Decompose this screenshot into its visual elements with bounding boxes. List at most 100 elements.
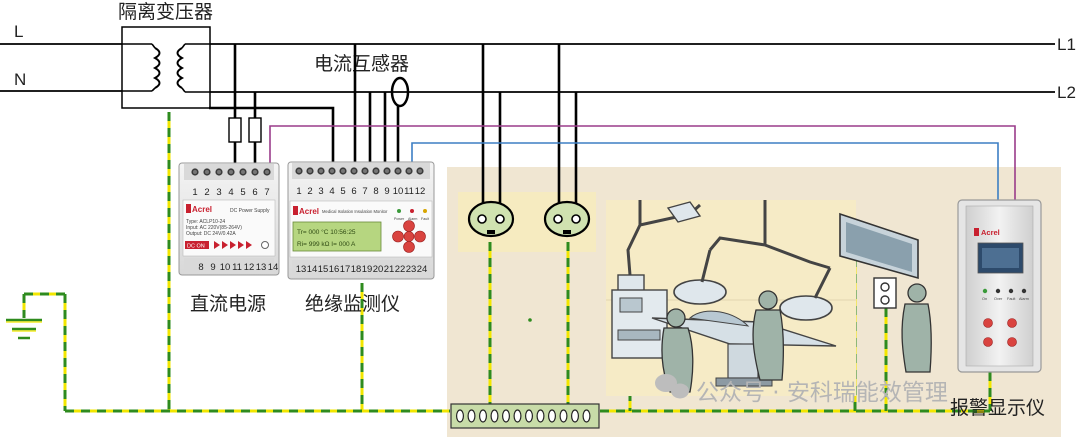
- dc-top-terminal-screw: [251, 168, 259, 176]
- monitor-bottom-terminal-number: 24: [417, 264, 428, 275]
- dc-model-label: DC Power Supply: [230, 208, 270, 214]
- label-l1: L1: [1057, 35, 1076, 54]
- dc-spec-line-2: Input: AC 220V(85-264V): [186, 225, 242, 231]
- monitor-top-terminal-number: 6: [351, 186, 356, 197]
- dc-supply-label: 直流电源: [190, 293, 266, 315]
- wechat-icon: [655, 374, 689, 399]
- monitor-top-terminal-number: 7: [362, 186, 367, 197]
- monitor-brand-label: Acrel: [299, 207, 319, 216]
- ground-terminal-strip: [450, 403, 600, 429]
- monitor-bottom-terminal-number: 15: [318, 264, 329, 275]
- isolation-transformer: [121, 26, 211, 109]
- label-l: L: [14, 22, 23, 41]
- monitor-top-terminal-screw: [350, 167, 358, 175]
- monitor-keypad: [392, 220, 426, 253]
- socket-1: [467, 200, 515, 238]
- fuse-1: [228, 117, 242, 143]
- monitor-top-terminal-screw: [405, 167, 413, 175]
- terminal-strip-hole: [582, 409, 591, 423]
- monitor-bottom-terminal-number: 14: [307, 264, 318, 275]
- pe-wires: [22, 112, 992, 413]
- alarm-display-label: 报警显示仪: [950, 397, 1045, 419]
- monitor-top-terminal-number: 1: [296, 186, 301, 197]
- watermark-text: 公众号 · 安科瑞能效管理: [696, 380, 948, 406]
- monitor-bottom-terminal-number: 13: [296, 264, 307, 275]
- terminal-strip-hole: [547, 409, 556, 423]
- monitor-bottom-terminal-number: 22: [395, 264, 406, 275]
- terminal-strip-hole: [513, 409, 522, 423]
- dc-bottom-terminal-number: 11: [232, 262, 242, 273]
- monitor-bottom-terminal-number: 16: [329, 264, 340, 275]
- monitor-model-label: Medical Isolation Insulation Monitor: [322, 209, 388, 214]
- monitor-top-terminal-number: 9: [384, 186, 389, 197]
- monitor-bottom-terminal-number: 21: [384, 264, 395, 275]
- alarm-indicator-fault: Fault: [1007, 297, 1016, 301]
- dc-top-terminal-number: 7: [264, 187, 269, 198]
- dc-top-terminal-screw: [227, 168, 235, 176]
- monitor-top-terminal-screw: [295, 167, 303, 175]
- dc-top-terminal-number: 4: [228, 187, 233, 198]
- dc-status-label: DC ON: [187, 244, 205, 250]
- monitor-lcd-screen: [292, 221, 382, 252]
- terminal-strip-hole: [456, 409, 465, 423]
- monitor-top-terminal-screw: [306, 167, 314, 175]
- terminal-strip-hole: [559, 409, 568, 423]
- terminal-strip-hole: [524, 409, 533, 423]
- monitor-indicator-fault: Fault: [421, 217, 429, 221]
- terminal-strip-hole: [467, 409, 476, 423]
- monitor-top-terminal-number: 10: [393, 186, 404, 197]
- dc-top-terminal-number: 3: [216, 187, 221, 198]
- monitor-indicator-leds: Power Alarm Fault: [394, 209, 429, 221]
- ground-symbol-icon: [6, 318, 42, 340]
- monitor-indicator-power: Power: [394, 217, 405, 221]
- dc-top-terminal-number: 6: [252, 187, 257, 198]
- transformer-primary-coil: [152, 47, 161, 89]
- alarm-keypad: [983, 318, 1017, 347]
- dc-brand-label: Acrel: [192, 205, 212, 214]
- dc-bottom-terminal-number: 10: [220, 262, 231, 273]
- monitor-top-terminal-screw: [317, 167, 325, 175]
- monitor-top-terminal-screw: [416, 167, 424, 175]
- monitor-bottom-terminal-number: 20: [373, 264, 384, 275]
- transformer-label: 隔离变压器: [118, 1, 213, 23]
- current-transformer-coil: [390, 76, 410, 108]
- insulation-monitor-label: 绝缘监测仪: [305, 293, 400, 315]
- terminal-strip-hole: [502, 409, 511, 423]
- socket-2: [543, 200, 591, 238]
- terminal-strip-hole: [536, 409, 545, 423]
- dc-top-terminal-screw: [263, 168, 271, 176]
- dc-bottom-terminal-number: 8: [198, 262, 203, 273]
- dc-top-terminal-number: 1: [192, 187, 197, 198]
- dc-top-terminal-screw: [215, 168, 223, 176]
- monitor-top-terminal-screw: [383, 167, 391, 175]
- monitor-indicator-alarm: Alarm: [408, 217, 417, 221]
- alarm-indicator-on: On: [982, 297, 987, 301]
- monitor-top-terminal-number: 3: [318, 186, 323, 197]
- dc-top-terminal-screw: [239, 168, 247, 176]
- dc-bottom-terminal-number: 13: [256, 262, 267, 273]
- dc-bottom-terminal-number: 12: [244, 262, 255, 273]
- alarm-indicator-leds: On Over Fault Alarm: [982, 288, 1029, 301]
- dc-bottom-terminal-number: 9: [210, 262, 215, 273]
- label-l2: L2: [1057, 83, 1076, 102]
- terminal-strip-hole: [570, 409, 579, 423]
- monitor-top-terminal-number: 11: [404, 186, 414, 197]
- fuse-2: [248, 117, 262, 143]
- monitor-screen-line-1: Tr= 000 °C 10:56:25: [297, 228, 356, 236]
- monitor-top-terminal-screw: [361, 167, 369, 175]
- transformer-secondary-coil: [176, 47, 185, 89]
- monitor-top-terminal-screw: [394, 167, 402, 175]
- monitor-bottom-terminal-number: 19: [362, 264, 373, 275]
- monitor-top-terminal-number: 2: [307, 186, 312, 197]
- current-transformer-label: 电流互感器: [314, 53, 409, 75]
- comm-line-blue: [411, 142, 999, 200]
- watermark: 公众号 · 安科瑞能效管理: [655, 374, 948, 406]
- terminal-strip-hole: [479, 409, 488, 423]
- label-n: N: [14, 70, 26, 89]
- wall-monitor-icon: [839, 212, 919, 280]
- alarm-brand-label: Acrel: [981, 228, 1000, 237]
- dc-top-terminal-screw: [191, 168, 199, 176]
